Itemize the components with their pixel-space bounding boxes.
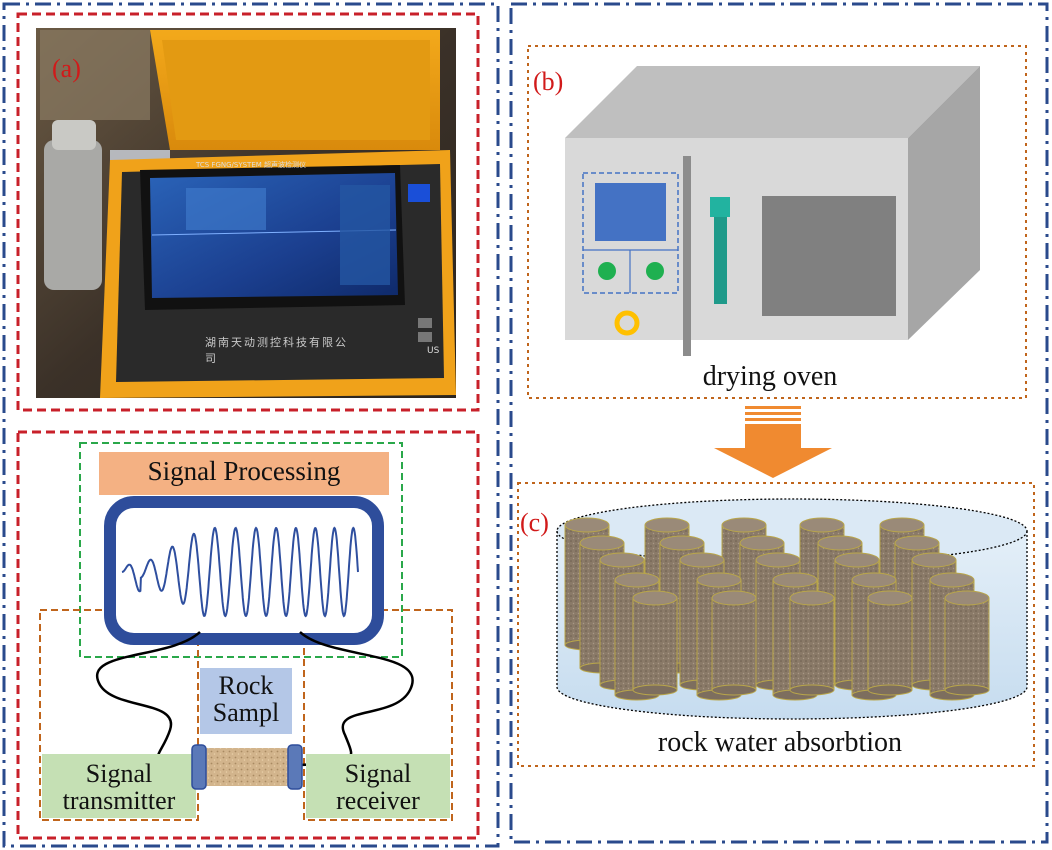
rock-cylinder-top [944,590,990,606]
oven-caption: drying oven [702,361,838,392]
rock-cylinder-top [739,535,785,551]
thermos-bottle [44,140,102,290]
transmitter-label-line2: transmitter [62,786,176,816]
arrow-line-2 [745,412,801,415]
rock-cylinder-top [644,517,690,533]
rock-cylinder-top [911,552,957,568]
container-bottom-edge [556,686,1028,720]
rock-cylinder-top [755,552,801,568]
rock-cylinder-top [614,572,660,588]
transmitter-label-line1: Signal [85,759,153,788]
transmitter-label-bg [42,754,196,818]
processing-group-border [79,442,403,658]
sample-label-bg [200,668,292,734]
rock-cylinder-top [851,572,897,588]
oscilloscope-monitor [104,496,384,645]
transmitter-probe [191,744,207,790]
receiver-label-line2: receiver [336,786,420,816]
ultrasonic-waveform [121,526,359,618]
control-panel-border [582,172,679,294]
rock-cylinder [632,597,678,691]
rock-cylinder-top [632,590,678,606]
rock-cylinder-top [789,590,835,606]
rock-cylinder [944,597,990,691]
rock-sample [205,748,289,786]
arrow-line-1 [745,406,801,409]
panel-c-border [517,482,1035,767]
rock-cylinder-top [867,590,913,606]
screen-header-left: TCS FGNG/SYSTEM [196,161,262,169]
receiver-probe [287,744,303,790]
panel-b-border [527,45,1027,399]
rock-cylinder-top [929,572,975,588]
rock-cylinder-top [696,572,742,588]
rock-cylinder-top [817,535,863,551]
rock-cylinder-base [867,684,913,696]
process-arrow [714,424,832,478]
rock-cylinder-top [834,552,880,568]
rock-cylinder-base [944,684,990,696]
oven-top [565,66,980,138]
sample-label-line2: Sampl [212,698,280,728]
screen-header-right: 超声波检测仪 [264,161,307,169]
rock-cylinder-top [772,572,818,588]
oven-button-left [598,262,616,280]
rock-cylinder-top [564,517,610,533]
rock-cylinder-top [711,590,757,606]
schematic-border [16,430,480,840]
panel-a-label: (a) [52,54,81,83]
processing-bar [99,452,389,495]
oven-knob [614,310,640,336]
receiver-group-border [303,609,453,821]
rock-cylinder-base [789,684,835,696]
rock-cylinder [867,597,913,691]
panel-c-label: (c) [520,508,549,537]
receiver-label-bg [306,754,450,818]
right-outer-frame [509,2,1049,844]
rock-cylinder-top [659,535,705,551]
rock-cylinder-top [799,517,845,533]
receiver-label-line1: Signal [344,759,412,788]
rock-cylinder-top [599,552,645,568]
oven-window [762,196,896,316]
left-outer-frame [2,2,500,848]
oven-side [908,66,980,340]
oven-handle [714,203,727,304]
oven-button-right [646,262,664,280]
arrow-line-3 [745,418,801,421]
rock-cylinder-top [879,517,925,533]
rock-cylinder-top [579,535,625,551]
power-indicator [408,184,430,202]
rock-cylinder [789,597,835,691]
usb-label: US [427,346,440,356]
rock-cylinder-top [679,552,725,568]
rock-cylinder-base [632,684,678,696]
sample-label-line1: Rock [218,671,274,700]
panel-a-border [16,12,480,412]
oven-door-hinge [683,156,691,356]
rock-cylinder-base [711,684,757,696]
oven-screen [595,183,666,241]
absorption-caption: rock water absorbtion [657,727,903,758]
rock-cylinder-top [894,535,940,551]
rock-cylinder-top [721,517,767,533]
processing-label: Signal Processing [147,456,341,486]
rock-specimens [564,517,990,701]
panel-b-label: (b) [533,67,564,96]
rock-cylinder [711,597,757,691]
device-brand-label: 湖南天动测控科技有限公司 [205,336,348,365]
